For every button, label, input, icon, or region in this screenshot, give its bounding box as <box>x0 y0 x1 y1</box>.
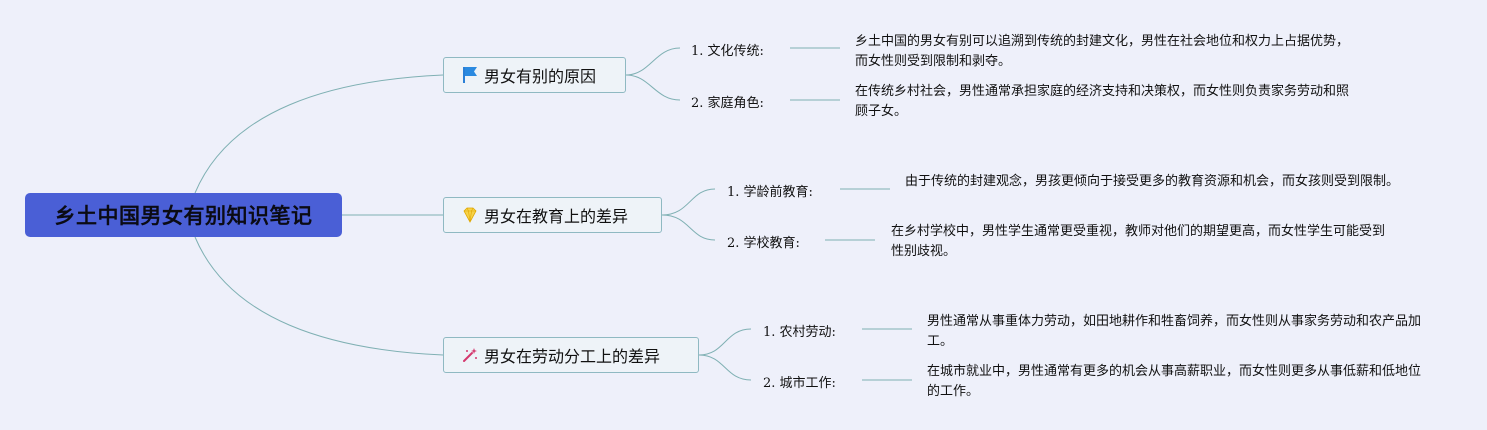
subtopic-label[interactable]: 1. 学龄前教育: <box>727 185 813 200</box>
subtopic-description[interactable]: 乡土中国的男女有别可以追溯到传统的封建文化，男性在社会地位和权力上占据优势，而女… <box>855 34 1350 69</box>
blue-flag-icon <box>460 65 480 85</box>
subtopic-label[interactable]: 1. 农村劳动: <box>763 325 836 340</box>
subtopic-description[interactable]: 由于传统的封建观念，男孩更倾向于接受更多的教育资源和机会，而女孩则受到限制。 <box>905 174 1400 189</box>
gem-icon <box>460 205 480 225</box>
connector-b1-s1 <box>625 47 681 76</box>
branch-topic-labor[interactable]: 男女在劳动分工上的差异 <box>443 337 699 373</box>
connector-b3-s1 <box>698 328 752 356</box>
subtopic-label[interactable]: 2. 城市工作: <box>763 376 836 391</box>
connector-b2-s2 <box>661 214 716 241</box>
subtopic-label[interactable]: 1. 文化传统: <box>691 44 764 59</box>
branch-topic-education[interactable]: 男女在教育上的差异 <box>443 197 662 233</box>
magic-wand-icon <box>460 345 480 365</box>
branch-title: 男女在劳动分工上的差异 <box>484 347 661 366</box>
subtopic-description[interactable]: 在乡村学校中，男性学生通常更受重视，教师对他们的期望更高，而女性学生可能受到性别… <box>891 224 1386 259</box>
subtopic-label[interactable]: 2. 家庭角色: <box>691 96 764 111</box>
branch-title: 男女在教育上的差异 <box>484 207 629 226</box>
subtopic-description[interactable]: 在传统乡村社会，男性通常承担家庭的经济支持和决策权，而女性则负责家务劳动和照顾子… <box>855 84 1350 119</box>
branch-title: 男女有别的原因 <box>484 67 597 86</box>
connector-root-branch-1 <box>194 74 444 194</box>
connector-b1-s2 <box>625 74 681 101</box>
subtopic-label[interactable]: 2. 学校教育: <box>727 236 800 251</box>
root-title: 乡土中国男女有别知识笔记 <box>54 204 313 228</box>
connector-root-branch-3 <box>194 236 444 356</box>
branch-topic-reasons[interactable]: 男女有别的原因 <box>443 57 626 93</box>
root-topic[interactable]: 乡土中国男女有别知识笔记 <box>25 193 342 237</box>
connector-b3-s2 <box>698 354 752 381</box>
connector-b2-s1 <box>661 188 716 216</box>
subtopic-description[interactable]: 男性通常从事重体力劳动，如田地耕作和牲畜饲养，而女性则从事家务劳动和农产品加工。 <box>927 314 1422 349</box>
subtopic-description[interactable]: 在城市就业中，男性通常有更多的机会从事高薪职业，而女性则更多从事低薪和低地位的工… <box>927 364 1422 399</box>
